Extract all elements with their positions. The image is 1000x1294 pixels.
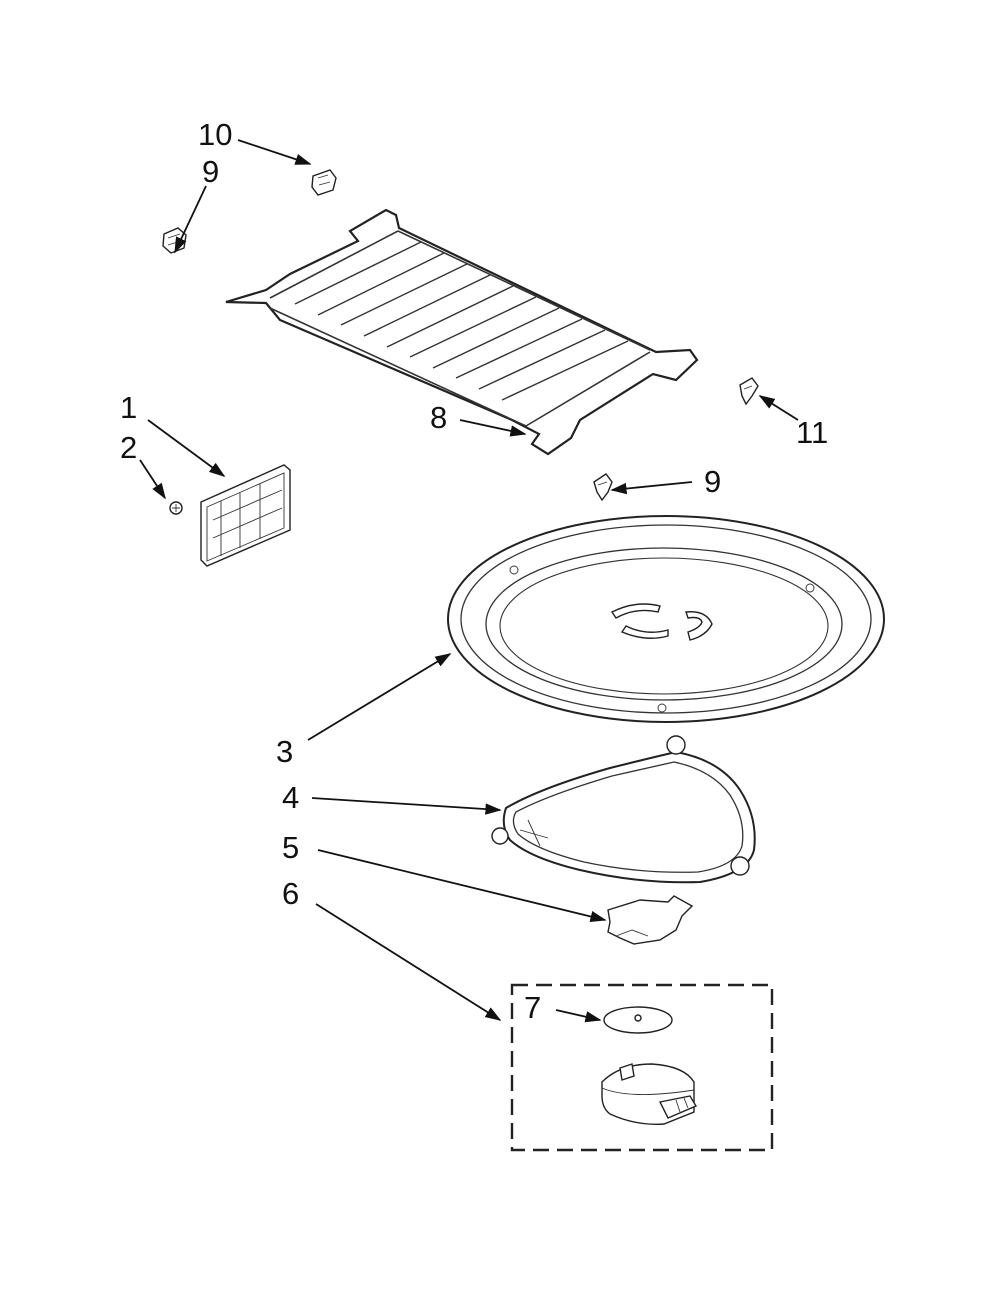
roller-ring-part — [491, 735, 756, 884]
rack-support-clip-left-part — [162, 227, 187, 254]
leader-2 — [139, 459, 166, 500]
callout-4: 4 — [282, 780, 299, 815]
leader-1 — [147, 419, 226, 477]
leader-10 — [237, 139, 312, 165]
callout-3: 3 — [276, 734, 293, 769]
rack-support-clip-middle-part — [593, 473, 613, 502]
rack-support-clip-right-part — [739, 377, 759, 406]
turntable-tray-part — [447, 515, 885, 723]
callout-9-top: 9 — [202, 154, 219, 189]
callout-8: 8 — [430, 400, 447, 435]
leader-11 — [758, 395, 799, 421]
rack-support-clip-top-part — [311, 169, 337, 196]
turntable-motor-part — [601, 1063, 698, 1125]
callout-1: 1 — [120, 390, 137, 425]
leader-4 — [311, 797, 502, 815]
wire-rack-part — [225, 208, 699, 456]
callout-11: 11 — [796, 415, 828, 450]
waveguide-cover-part — [200, 464, 291, 567]
leader-5 — [317, 849, 607, 923]
leader-6 — [315, 903, 502, 1021]
callout-9-middle: 9 — [704, 464, 721, 499]
leader-3 — [307, 653, 452, 741]
callout-5: 5 — [282, 830, 299, 865]
leader-9-middle — [610, 481, 693, 495]
callout-7: 7 — [524, 990, 541, 1025]
callout-10: 10 — [198, 117, 232, 152]
coupler-part — [607, 895, 694, 945]
motor-kit-box — [510, 983, 774, 1152]
callout-6: 6 — [282, 876, 299, 911]
leader-7 — [555, 1009, 602, 1023]
callout-2: 2 — [120, 430, 137, 465]
leader-9-top — [174, 185, 207, 254]
leader-8 — [459, 419, 527, 437]
motor-cover-part — [603, 1006, 673, 1034]
screw-part — [169, 501, 183, 515]
